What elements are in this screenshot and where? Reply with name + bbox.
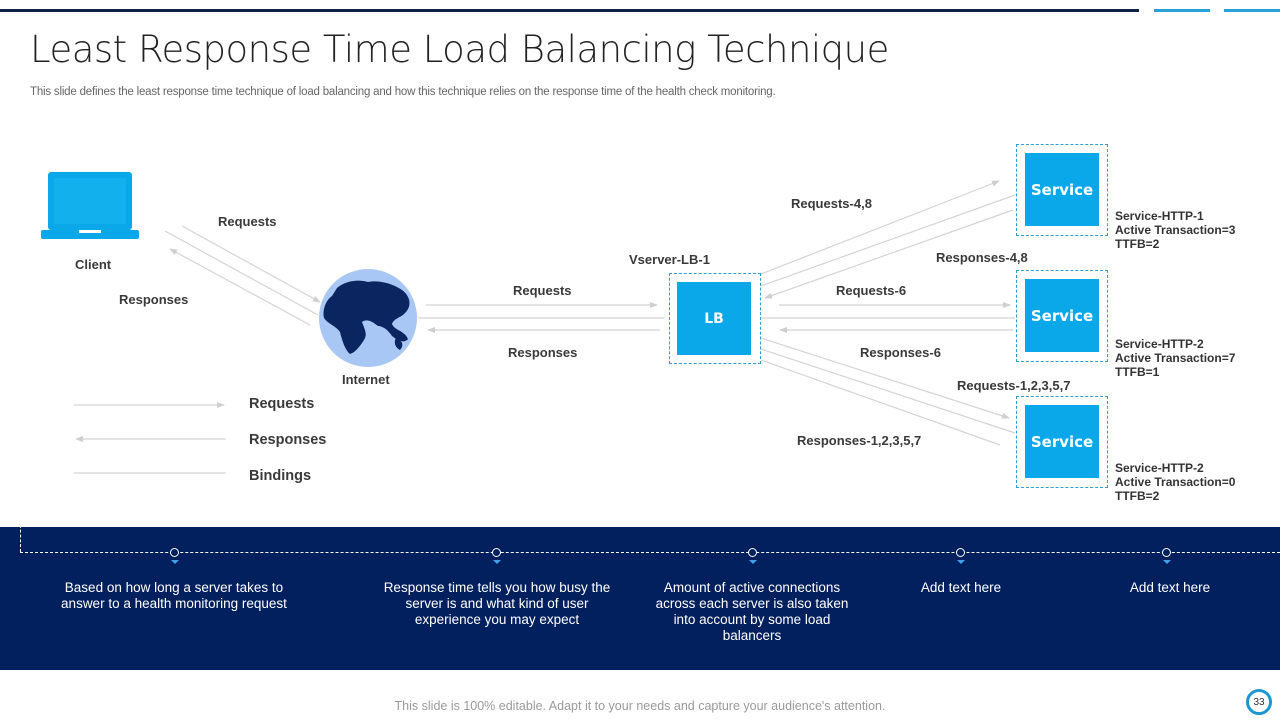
service-2-box[interactable]: Service (1025, 279, 1099, 352)
chevron-down-icon (957, 560, 965, 564)
legend-bindings: Bindings (249, 468, 312, 484)
top-rule (0, 9, 1139, 12)
svc3-binding-line (760, 348, 1016, 434)
timeline-connector (20, 520, 21, 552)
client-requests-label: Requests (218, 214, 277, 229)
service-name: Service-HTTP-2 (1115, 337, 1204, 351)
svc2-requests-label: Requests-6 (836, 283, 907, 298)
service-active-transactions: Active Transaction=3 (1115, 223, 1236, 237)
service-3-outline (1016, 396, 1108, 488)
chevron-down-icon (171, 560, 179, 564)
client-request-arrow (181, 225, 321, 303)
service-2-info: Service-HTTP-2 Active Transaction=7 TTFB… (1115, 337, 1235, 379)
client-responses-label: Responses (119, 292, 189, 307)
laptop-icon (41, 172, 139, 239)
footer-text: This slide is 100% editable. Adapt it to… (394, 699, 886, 713)
service-name: Service-HTTP-2 (1115, 461, 1204, 475)
page-number: 33 (1246, 689, 1272, 715)
service-active-transactions: Active Transaction=0 (1115, 475, 1236, 489)
chevron-down-icon (749, 560, 757, 564)
timeline-node (748, 548, 757, 557)
timeline-line (20, 552, 1280, 553)
client-response-arrow (169, 248, 311, 326)
service-active-transactions: Active Transaction=7 (1115, 351, 1236, 365)
chevron-down-icon (1163, 560, 1171, 564)
timeline-node (170, 548, 179, 557)
svc3-response-arrow (760, 359, 1001, 446)
service-3-info: Service-HTTP-2 Active Transaction=0 TTFB… (1115, 461, 1235, 503)
timeline-node (956, 548, 965, 557)
timeline-point-4: Add text here (920, 580, 1002, 595)
service-2-outline (1016, 270, 1108, 362)
timeline-point-1: Based on how long a server takes to answ… (61, 580, 287, 611)
service-ttfb: TTFB=2 (1115, 237, 1160, 251)
slide-title: Least Response Time Load Balancing Techn… (30, 28, 889, 71)
service-1-outline (1016, 144, 1108, 236)
client-binding-line (164, 230, 319, 316)
timeline-point-5: Add text here (1129, 580, 1211, 595)
connector-lines (74, 180, 1016, 474)
timeline-band (0, 527, 1280, 670)
legend-requests: Requests (249, 396, 315, 412)
client-label: Client (75, 257, 112, 272)
lb-responses-label: Responses (508, 345, 578, 360)
legend-responses: Responses (249, 432, 327, 448)
slide-subtitle: This slide defines the least response ti… (30, 86, 776, 98)
lb-requests-label: Requests (513, 283, 572, 298)
service-1-info: Service-HTTP-1 Active Transaction=3 TTFB… (1115, 209, 1235, 251)
svc3-requests-label: Requests-1,2,3,5,7 (957, 378, 1071, 393)
svc1-responses-label: Responses-4,8 (936, 250, 1028, 265)
svc1-binding-line (760, 194, 1016, 287)
vserver-name: Vserver-LB-1 (629, 252, 710, 267)
svc1-response-arrow (764, 209, 1014, 299)
footer-note: This slide is 100% editable. Adapt it to… (0, 699, 1280, 713)
lb-box[interactable]: LB (677, 282, 751, 355)
timeline-point-2: Response time tells you how busy the ser… (383, 580, 611, 627)
svc1-requests-label: Requests-4,8 (791, 196, 872, 211)
service-3-box[interactable]: Service (1025, 405, 1099, 478)
svc2-responses-label: Responses-6 (860, 345, 941, 360)
service-ttfb: TTFB=2 (1115, 489, 1160, 503)
svc1-request-arrow (760, 180, 1000, 275)
svc3-request-arrow (760, 337, 1010, 419)
service-ttfb: TTFB=1 (1115, 365, 1160, 379)
svc3-responses-label: Responses-1,2,3,5,7 (797, 433, 922, 448)
timeline-point-3: Amount of active connections across each… (655, 580, 849, 643)
timeline-node (1162, 548, 1171, 557)
internet-label: Internet (342, 372, 390, 387)
lb-box-outline (669, 273, 761, 364)
timeline-node (492, 548, 501, 557)
globe-icon (319, 269, 417, 367)
service-name: Service-HTTP-1 (1115, 209, 1204, 223)
chevron-down-icon (493, 560, 501, 564)
top-accent-bar (1224, 9, 1280, 12)
top-accent-bar (1154, 9, 1210, 12)
service-1-box[interactable]: Service (1025, 153, 1099, 226)
